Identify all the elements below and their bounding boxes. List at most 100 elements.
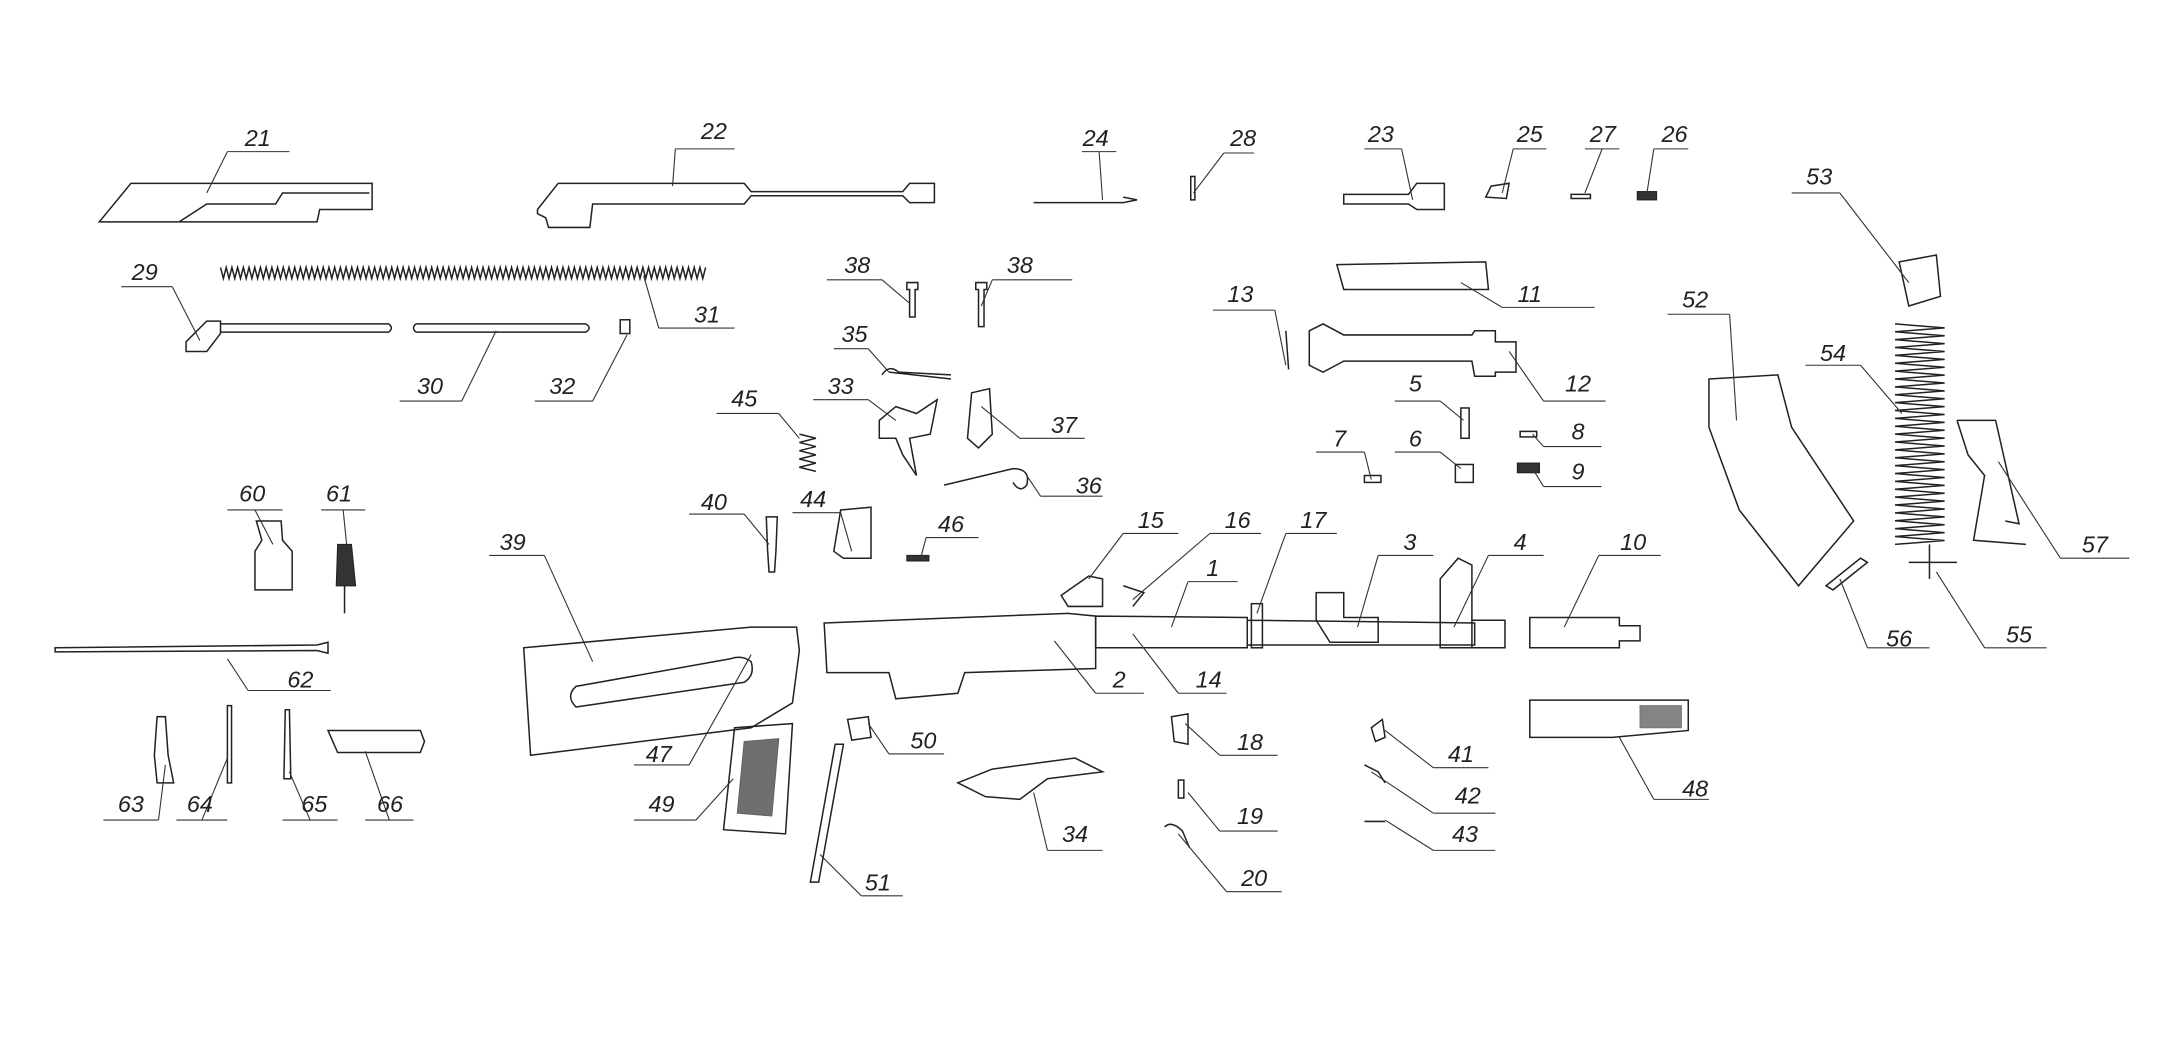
part-number-label: 30 [417,373,443,399]
part-number-label: 65 [301,791,328,817]
leader-line [1081,151,1117,200]
callout-5: 5 [1394,370,1464,421]
leader-line [1997,461,2130,559]
callout-53: 53 [1791,164,1910,283]
callout-17: 17 [1256,507,1337,614]
part-6 [1454,463,1475,484]
leader-line [920,536,979,559]
callout-44: 44 [792,486,853,552]
leader-line [1193,152,1255,194]
part-number-label: 42 [1455,783,1481,809]
part-63 [153,715,175,784]
part-number-label: 29 [131,259,158,285]
callout-64: 64 [176,757,228,821]
part-grip-texture [736,738,780,817]
callout-20: 20 [1177,833,1282,893]
callout-1: 1 [1170,555,1238,628]
leader-line [206,151,290,194]
leader-line [633,778,734,821]
part-number-label: 3 [1403,529,1416,555]
part-number-label: 23 [1367,121,1394,147]
part-pin-38b [974,281,988,328]
part-number-label: 16 [1225,507,1252,533]
leader-line [1177,833,1282,893]
part-number-label: 5 [1409,370,1423,396]
part-number-label: 18 [1237,729,1263,755]
leader-line [1088,532,1179,580]
part-number-label: 39 [500,529,526,555]
leader-line [813,399,897,421]
callout-24: 24 [1082,125,1117,200]
leader-line [980,279,1073,307]
leader-line [643,275,735,329]
callout-51: 51 [819,854,903,897]
part-front-sight [1439,557,1506,649]
part-34 [955,757,1106,801]
part-number-label: 14 [1196,667,1222,693]
leader-line [867,723,945,755]
part-number-label: 28 [1229,125,1256,151]
part-5 [1460,407,1470,440]
part-number-label: 22 [700,118,727,144]
callout-18: 18 [1184,723,1278,756]
callout-10: 10 [1563,529,1661,628]
part-cleaning-brush [335,543,357,587]
part-number-label: 44 [800,486,826,512]
part-oil-bottle [254,520,293,591]
part-number-label: 62 [287,667,313,693]
part-lower-handguard [1529,699,1690,739]
part-65 [283,709,292,780]
part-number-label: 63 [118,791,144,817]
part-number-label: 60 [239,481,265,507]
part-number-label: 54 [1820,340,1846,366]
callout-30: 30 [399,330,497,402]
callout-29: 29 [121,259,201,341]
part-trigger [878,398,939,476]
callout-26: 26 [1646,121,1688,194]
part-gas-block [1315,591,1379,644]
leader-line [672,148,735,187]
part-number-label: 24 [1082,125,1109,151]
part-magazine-spring [1894,323,1945,546]
leader-line [1184,723,1278,756]
callout-42: 42 [1370,771,1496,814]
leader-line [1501,148,1547,194]
leader-line [489,554,594,662]
leader-line [1508,351,1606,402]
part-firing-pin [1033,196,1138,204]
callout-21: 21 [206,125,290,194]
part-number-label: 2 [1112,667,1126,693]
leader-line [1316,451,1372,480]
callout-32: 32 [534,334,628,402]
callout-50: 50 [867,723,945,755]
part-13 [1285,330,1290,370]
leader-line [103,764,166,821]
leader-line [364,750,414,821]
part-64 [226,704,233,784]
callout-15: 15 [1088,507,1179,580]
part-number-label: 53 [1806,164,1832,190]
part-bolt-carrier [536,182,936,229]
part-number-label: 21 [244,125,271,151]
part-number-label: 45 [731,386,758,412]
part-27 [1570,193,1592,200]
part-number-label: 25 [1516,121,1544,147]
leader-line [1187,792,1278,832]
callout-27: 27 [1584,121,1620,194]
callout-40: 40 [689,489,770,545]
part-number-label: 47 [646,741,673,767]
leader-line [1584,148,1620,194]
part-number-label: 41 [1448,741,1474,767]
part-recoil-guide [185,320,393,353]
part-pin-38a [906,281,919,318]
leader-line [1256,532,1337,614]
part-number-label: 50 [910,727,936,753]
callout-57: 57 [1997,461,2130,559]
part-magazine [1708,374,1855,587]
part-number-label: 11 [1518,281,1542,307]
part-66 [326,729,426,754]
callout-3: 3 [1356,529,1434,628]
callout-23: 23 [1364,121,1414,200]
leader-line [1370,771,1496,814]
leader-line [1033,792,1103,851]
